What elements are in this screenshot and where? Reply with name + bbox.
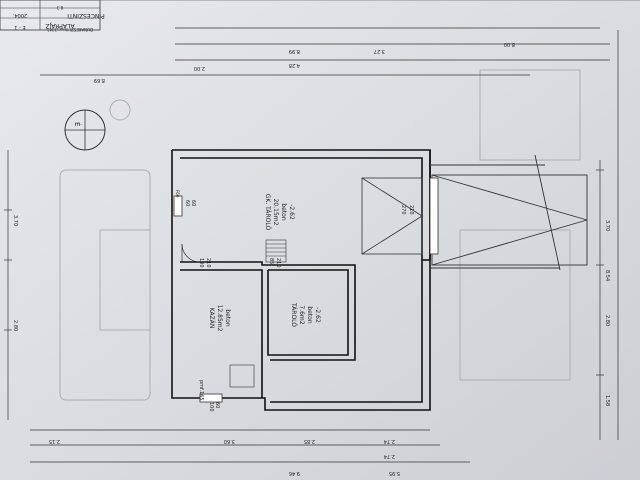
dim-left-2: 2.80 (12, 320, 18, 331)
room-kazan-area: 12.85m2 (216, 305, 223, 332)
room-tarolo-small: TÁROLÓ 7.6m2 beton -2.62 (290, 302, 321, 327)
garage-door (361, 177, 439, 255)
sheet-number: E - 1 (14, 24, 25, 30)
window-top-w: 60 (184, 200, 190, 206)
dim-top-3: 3.27 (374, 48, 385, 54)
sheet-address: DUNAKESZI Hrsz: 3341 (46, 27, 93, 32)
sheet-year: 2004. (12, 12, 27, 18)
dim-bottom-5: 2.74 (384, 453, 395, 459)
dim-left-1: 3.70 (12, 215, 18, 226)
left-dimensions (4, 150, 12, 420)
top-dimensions (40, 27, 610, 76)
dim-right-1: 3.70 (604, 220, 610, 231)
window-bottom-w: 100 (208, 402, 214, 412)
sheet-revision: 8.3 (56, 5, 63, 10)
door-kazan (181, 243, 201, 263)
room-tarolo-small-name: TÁROLÓ (290, 302, 297, 327)
room-tarolo-main: GK. TÁROLÓ 20.15m2 beton -2.62 (264, 194, 295, 231)
dim-top-1: 8.99 (289, 48, 300, 54)
room-tarolo-small-level: -2.62 (314, 307, 321, 323)
room-kazan-floor: beton (224, 309, 231, 327)
sheet-subtitle: ALAPRAJZ (45, 22, 74, 29)
dim-right-3: 1.58 (604, 395, 610, 406)
dim-bottom-1: 2.74 (384, 438, 395, 444)
window-top (173, 195, 183, 217)
window-bottom-h: 60 (214, 402, 220, 408)
window-bottom (199, 393, 223, 403)
dim-bottom-3: 3.60 (224, 438, 235, 444)
dim-bottom-2: 2.85 (304, 438, 315, 444)
stairs (265, 239, 287, 263)
garage-door-label-2: 270 (400, 205, 406, 215)
door-kazan-height: 210 (205, 258, 211, 268)
dim-top-6: 8.69 (94, 77, 105, 83)
dim-right-4: 8.54 (604, 270, 610, 281)
window-left-note: F60 (175, 190, 180, 198)
dim-top-2: 4.28 (289, 62, 300, 68)
room-kazan-name: KAZÁN (208, 308, 215, 329)
room-tarolo-main-level: -2.62 (288, 204, 295, 220)
door-kazan-width: 100 (198, 258, 204, 268)
north-arrow: É (64, 109, 106, 151)
room-tarolo-main-name: GK. TÁROLÓ (264, 194, 271, 231)
right-dimensions (596, 30, 619, 440)
bottom-dimensions (30, 429, 470, 463)
window-top-h: 60 (190, 200, 196, 206)
room-tarolo-small-floor: beton (306, 306, 313, 324)
dim-bottom-6: 9.46 (289, 470, 300, 476)
boiler-symbol (229, 364, 255, 388)
north-label: É (73, 122, 82, 126)
dim-right-2: 2.80 (604, 315, 610, 326)
room-tarolo-small-area: 7.6m2 (298, 305, 305, 324)
sill-note: pmf.165 (198, 380, 204, 401)
dim-top-4: 8.00 (504, 41, 515, 47)
background-plan-ghost (59, 69, 581, 401)
room-tarolo-main-floor: beton (280, 203, 287, 221)
garage-ramp (430, 154, 588, 271)
door-stair-width: 85 (268, 258, 274, 264)
dim-bottom-4: 2.15 (49, 438, 60, 444)
title-block: PINCESZINTI ALAPRAJZ 2004. DUNAKESZI Hrs… (0, 0, 640, 32)
door-stair-height: 210 (275, 258, 281, 268)
sheet-title: PINCESZINTI (67, 12, 105, 19)
garage-door-label-1: 210 (408, 205, 414, 215)
room-kazan: KAZÁN 12.85m2 beton (208, 305, 231, 332)
dim-bottom-7: 5.95 (389, 470, 400, 476)
dim-top-5: 2.00 (194, 65, 205, 71)
room-tarolo-main-area: 20.15m2 (272, 199, 279, 226)
